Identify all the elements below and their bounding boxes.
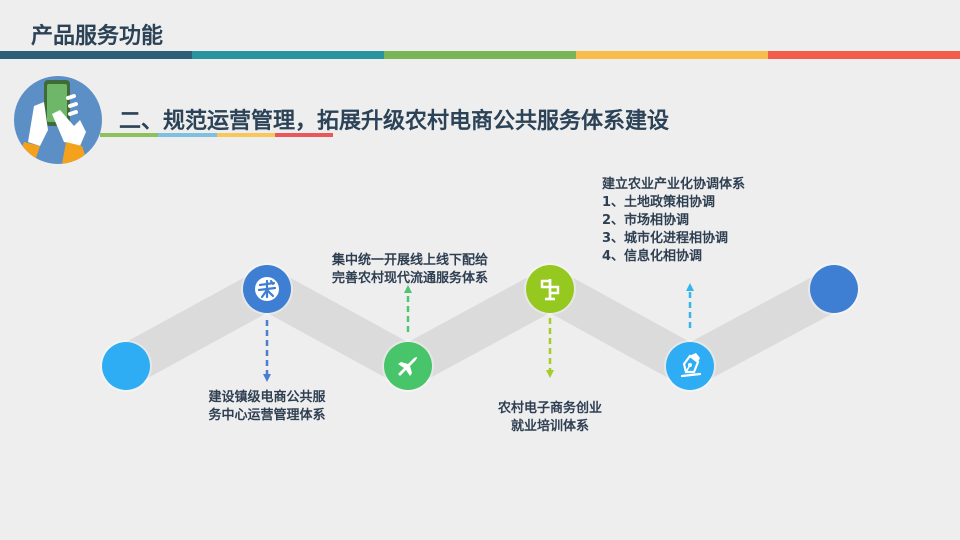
color-bar-segment — [192, 51, 384, 59]
color-bar-segment — [0, 51, 192, 59]
label-node2-line2: 完善农村现代流通服务体系 — [331, 271, 488, 286]
node-2 — [384, 342, 432, 390]
underline-segment — [274, 133, 333, 137]
label-node1-line1: 建设镇级电商公共服 — [208, 390, 326, 405]
tea-leaf-icon — [255, 277, 279, 301]
underline-segment — [100, 133, 159, 137]
node-4 — [666, 342, 714, 390]
label-node4-line1: 建立农业产业化协调体系 — [602, 177, 746, 192]
color-bar-segment — [384, 51, 576, 59]
underline-segment — [158, 133, 217, 137]
page-title: 产品服务功能 — [31, 24, 164, 49]
label-node2: 集中统一开展线上线下配给 完善农村现代流通服务体系 — [310, 252, 510, 288]
signpost-icon — [540, 279, 560, 301]
label-node4-line5: 4、信息化相协调 — [602, 249, 703, 264]
start-node — [102, 342, 150, 390]
underline-segment — [216, 133, 275, 137]
airplane-icon — [398, 357, 417, 376]
label-node1-line2: 务中心运营管理体系 — [208, 408, 326, 423]
label-node4-line4: 3、城市化进程相协调 — [602, 231, 729, 246]
label-node3: 农村电子商务创业 就业培训体系 — [480, 400, 620, 436]
label-node4-line2: 1、土地政策相协调 — [602, 195, 716, 210]
node-1 — [243, 265, 291, 313]
color-bar-segment — [576, 51, 768, 59]
color-bar-segment — [768, 51, 960, 59]
section-title-underline — [100, 133, 333, 137]
label-node1: 建设镇级电商公共服 务中心运营管理体系 — [196, 389, 338, 425]
label-node2-line1: 集中统一开展线上线下配给 — [331, 253, 488, 268]
zigzag-band — [115, 265, 844, 390]
section-title: 二、规范运营管理，拓展升级农村电商公共服务体系建设 — [119, 109, 670, 134]
pen-nib-icon — [680, 353, 702, 378]
label-node4: 建立农业产业化协调体系 1、土地政策相协调 2、市场相协调 3、城市化进程相协调… — [602, 176, 745, 266]
header-color-bar — [0, 51, 960, 59]
end-node — [810, 265, 858, 313]
label-node4-line3: 2、市场相协调 — [602, 213, 690, 228]
label-node3-line2: 就业培训体系 — [510, 419, 589, 434]
label-node3-line1: 农村电子商务创业 — [497, 401, 602, 416]
node-3 — [526, 265, 574, 313]
